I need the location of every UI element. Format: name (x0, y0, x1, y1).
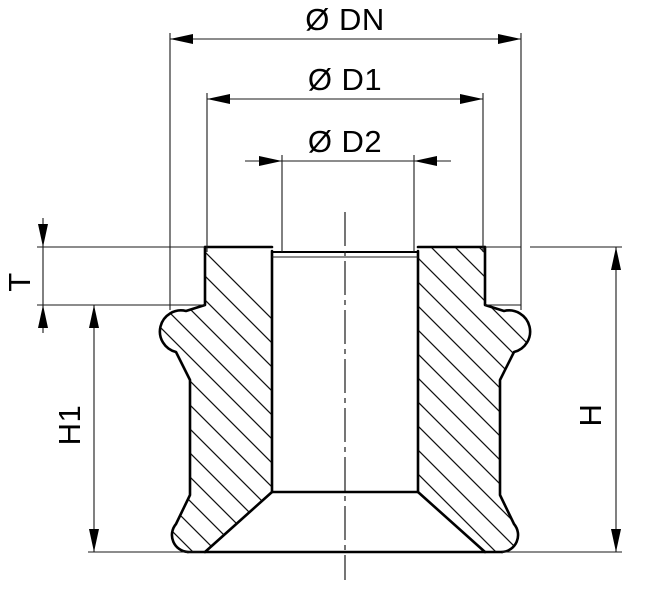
dimension-t: T (2, 218, 48, 333)
t-arrow-top (38, 224, 48, 247)
d1-arrow-left (207, 94, 230, 104)
dimension-dn: Ø DN (170, 2, 521, 44)
extension-lines (37, 33, 622, 553)
h1-dimension-label: H1 (52, 405, 87, 446)
dimension-d1: Ø D1 (207, 62, 483, 104)
h-dimension-label: H (573, 404, 608, 427)
section-hatching-left (159, 247, 272, 552)
dimension-d2: Ø D2 (245, 124, 451, 166)
dimension-h1: H1 (52, 305, 99, 552)
dn-dimension-label: Ø DN (305, 2, 385, 37)
section-hatching-right (418, 247, 531, 552)
d1-dimension-label: Ø D1 (308, 62, 382, 97)
h-arrow-top (611, 247, 621, 270)
t-arrow-bottom (38, 305, 48, 328)
h1-arrow-bottom (89, 529, 99, 552)
d2-arrow-right (414, 156, 437, 166)
d2-arrow-left (259, 156, 282, 166)
dimension-h: H (573, 247, 621, 552)
h1-arrow-top (89, 305, 99, 328)
part-outline (158, 245, 532, 554)
dn-arrow-left (170, 34, 193, 44)
d1-arrow-right (460, 94, 483, 104)
h-arrow-bottom (611, 529, 621, 552)
t-dimension-label: T (2, 272, 37, 291)
d2-dimension-label: Ø D2 (308, 124, 382, 159)
dn-arrow-right (498, 34, 521, 44)
